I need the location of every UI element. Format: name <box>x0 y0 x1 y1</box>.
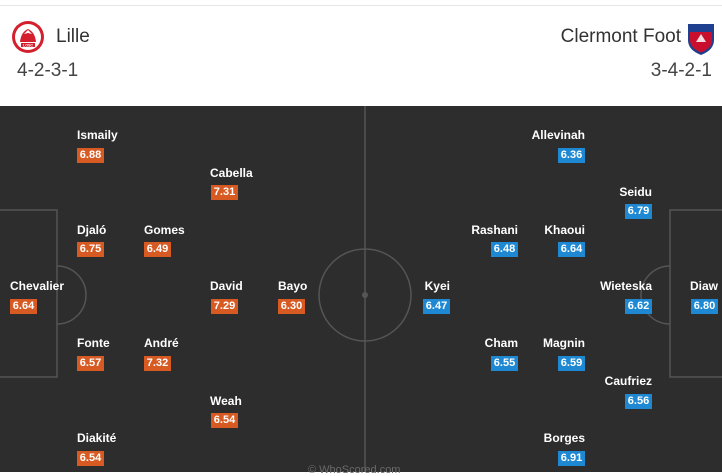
player-name[interactable]: David <box>210 279 243 293</box>
player-rating: 6.47 <box>423 299 450 314</box>
right-penalty-area <box>669 209 722 378</box>
player-rating: 6.79 <box>625 204 652 219</box>
player-rating: 6.91 <box>558 451 585 466</box>
player-rating: 6.59 <box>558 356 585 371</box>
player-name[interactable]: Ismaily <box>77 128 118 142</box>
player-name[interactable]: Rashani <box>471 223 518 237</box>
player-rating: 6.36 <box>558 148 585 163</box>
match-header: LOSC Lille 4-2-3-1 Clermont Foot 3-4-2-1 <box>0 0 722 106</box>
player-name[interactable]: Weah <box>210 394 242 408</box>
player-name[interactable]: Magnin <box>543 336 585 350</box>
player-rating: 6.48 <box>491 242 518 257</box>
player-name[interactable]: Borges <box>543 431 585 445</box>
left-penalty-area <box>0 209 58 378</box>
player-name[interactable]: Wieteska <box>600 279 652 293</box>
player-rating: 6.49 <box>144 242 171 257</box>
player-name[interactable]: Khaoui <box>544 223 585 237</box>
divider <box>0 5 722 6</box>
right-penalty-arc <box>640 265 671 325</box>
player-name[interactable]: Cabella <box>210 166 253 180</box>
player-rating: 7.31 <box>211 185 238 200</box>
home-team-name[interactable]: Lille <box>56 26 90 47</box>
away-team-name[interactable]: Clermont Foot <box>560 26 681 47</box>
player-name[interactable]: Diaw <box>689 279 718 293</box>
center-circle <box>318 248 412 342</box>
player-name[interactable]: Kyei <box>424 279 450 293</box>
player-name[interactable]: Caufriez <box>604 374 652 388</box>
player-rating: 6.54 <box>77 451 104 466</box>
player-rating: 6.88 <box>77 148 104 163</box>
clermont-crest-icon <box>688 24 714 55</box>
away-formation: 3-4-2-1 <box>650 60 712 81</box>
player-rating: 6.54 <box>211 413 238 428</box>
player-rating: 7.32 <box>144 356 171 371</box>
watermark: © WhoScored.com <box>308 464 401 476</box>
player-rating: 6.64 <box>10 299 37 314</box>
player-name[interactable]: Bayo <box>278 279 308 293</box>
player-name[interactable]: Allevinah <box>531 128 585 142</box>
pitch-markings <box>0 106 722 472</box>
player-rating: 6.30 <box>278 299 305 314</box>
player-rating: 6.62 <box>625 299 652 314</box>
player-name[interactable]: Djaló <box>77 223 107 237</box>
player-name[interactable]: Seidu <box>619 185 652 199</box>
home-formation: 4-2-3-1 <box>17 60 79 81</box>
pitch: Ismaily 6.88 Cabella 7.31 Djaló 6.75 Gom… <box>0 106 722 472</box>
player-name[interactable]: Diakité <box>77 431 117 445</box>
player-name[interactable]: Gomes <box>144 223 185 237</box>
player-name[interactable]: André <box>144 336 179 350</box>
player-rating: 6.80 <box>691 299 718 314</box>
player-name[interactable]: Chevalier <box>10 279 65 293</box>
player-rating: 6.64 <box>558 242 585 257</box>
center-spot <box>362 292 368 298</box>
player-rating: 7.29 <box>211 299 238 314</box>
left-penalty-arc <box>56 265 87 325</box>
player-rating: 6.55 <box>491 356 518 371</box>
player-name[interactable]: Fonte <box>77 336 110 350</box>
player-rating: 6.56 <box>625 394 652 409</box>
player-name[interactable]: Cham <box>484 336 518 350</box>
lille-crest-icon: LOSC <box>12 21 44 53</box>
crest-text: LOSC <box>23 43 33 47</box>
player-rating: 6.75 <box>77 242 104 257</box>
player-rating: 6.57 <box>77 356 104 371</box>
